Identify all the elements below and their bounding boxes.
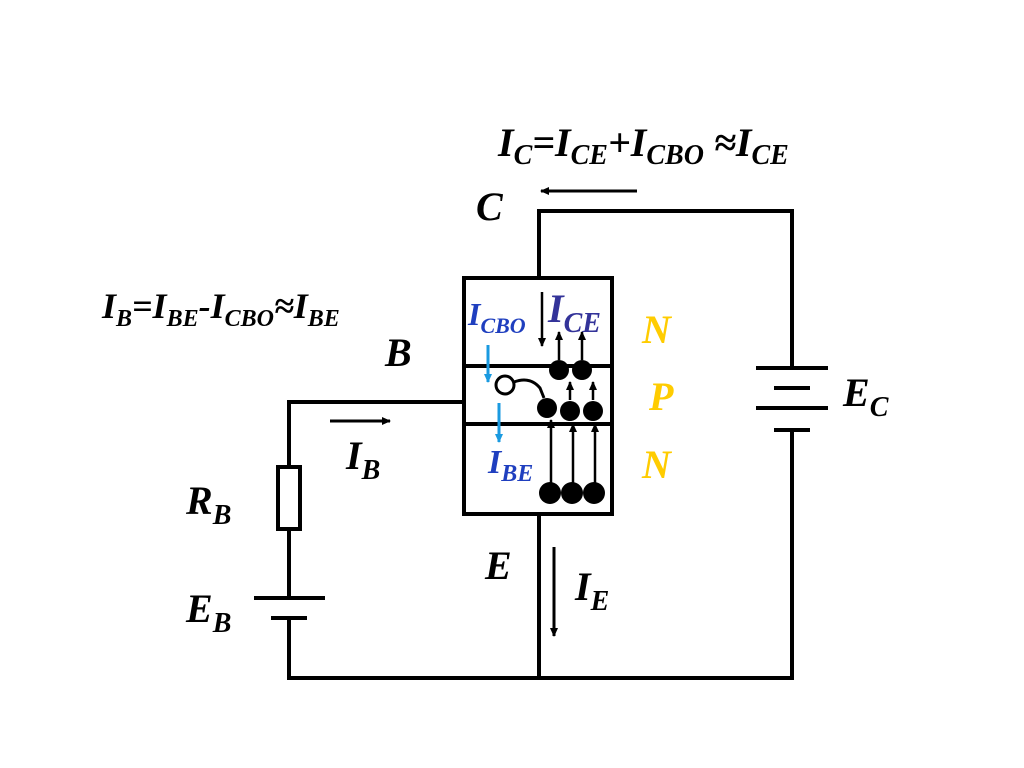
recombination-path bbox=[513, 378, 546, 399]
terminal-b-label: B bbox=[384, 330, 412, 375]
base-equation: IB=IBE-ICBO≈IBE bbox=[101, 286, 340, 332]
electron-dot bbox=[572, 360, 592, 380]
battery-eb bbox=[254, 596, 325, 620]
transistor-box bbox=[462, 276, 614, 516]
ice-label: ICE bbox=[547, 286, 601, 339]
region-mid-label: P bbox=[648, 374, 674, 419]
collector-equation: IC=ICE+ICBO ≈ICE bbox=[497, 120, 789, 171]
base-wire bbox=[287, 400, 464, 467]
hole-carrier bbox=[494, 374, 516, 396]
collector-wire bbox=[537, 209, 794, 368]
region-top-label: N bbox=[641, 307, 673, 352]
electron-dot bbox=[560, 401, 580, 421]
eb-label: EB bbox=[185, 586, 231, 639]
resistor-rb bbox=[276, 465, 302, 531]
ec-label: EC bbox=[842, 370, 889, 423]
blue-current-arrows bbox=[484, 345, 503, 443]
electron-drift-arrows bbox=[547, 331, 599, 483]
ie-label: IE bbox=[574, 564, 609, 617]
electron-dot bbox=[539, 482, 561, 504]
terminal-c-label: C bbox=[476, 184, 504, 229]
terminal-e-label: E bbox=[484, 543, 512, 588]
electron-carriers bbox=[537, 360, 605, 504]
ib-label: IB bbox=[345, 433, 380, 486]
electron-dot bbox=[537, 398, 557, 418]
ibe-label: IBE bbox=[487, 444, 533, 487]
icbo-label: ICBO bbox=[467, 296, 526, 338]
region-bottom-label: N bbox=[641, 442, 673, 487]
battery-ec bbox=[756, 366, 828, 432]
electron-dot bbox=[583, 401, 603, 421]
electron-dot bbox=[549, 360, 569, 380]
electron-dot bbox=[561, 482, 583, 504]
external-current-arrows bbox=[330, 187, 637, 637]
rb-label: RB bbox=[185, 478, 231, 531]
electron-dot bbox=[583, 482, 605, 504]
circuit-wires bbox=[287, 209, 794, 680]
